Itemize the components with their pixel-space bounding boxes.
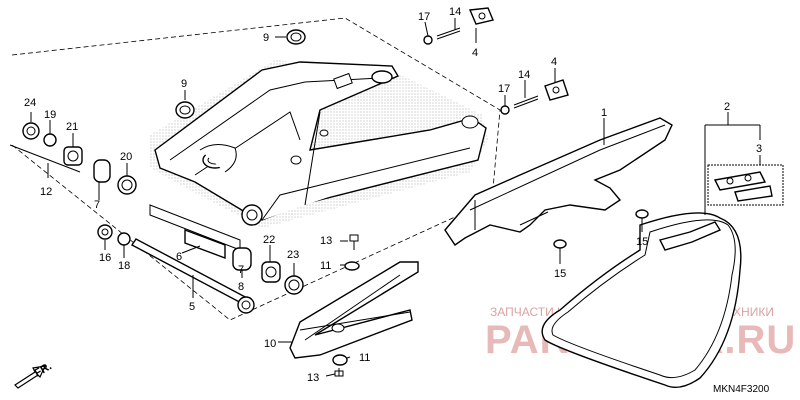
callout-13a: 13: [320, 235, 332, 247]
drive-chain-case: [444, 117, 673, 246]
callout-12: 12: [40, 186, 52, 198]
callout-15a: 15: [636, 236, 648, 248]
pivot-bolt: [130, 238, 255, 314]
callout-4a: 4: [472, 47, 478, 59]
front-direction-arrow: FR.: [14, 360, 54, 389]
callout-3: 3: [756, 143, 762, 155]
callout-22: 22: [263, 234, 275, 246]
chain-slider: [289, 261, 419, 359]
slider-fasteners: [332, 234, 360, 377]
callout-2: 2: [724, 101, 730, 113]
callout-23: 23: [287, 249, 299, 261]
callout-numbers: 1 2 3 4 4 5 6 7 7 8 9 9 10 11 11 12 13 1…: [24, 6, 762, 384]
callout-11b: 11: [359, 352, 370, 364]
leader-lines: [9, 18, 761, 377]
chain-joint: [707, 164, 784, 206]
callout-17a: 17: [418, 11, 430, 23]
callout-9a: 9: [263, 32, 269, 44]
diagram-part-code: MKN4F3200: [713, 384, 770, 395]
case-screws: [553, 209, 649, 254]
drive-chain: [541, 212, 742, 388]
assembly-boundary: [11, 17, 501, 321]
callout-10: 10: [264, 338, 276, 350]
swingarm: [150, 60, 488, 228]
callout-21: 21: [66, 121, 78, 133]
pivot-collar-set: [97, 224, 304, 295]
callout-7b: 7: [238, 264, 244, 276]
pivot-seal-parts: [175, 29, 306, 119]
callout-6: 6: [176, 251, 182, 263]
callout-14a: 14: [449, 6, 461, 18]
callout-17b: 17: [498, 83, 510, 95]
callout-24: 24: [24, 97, 36, 109]
callout-9b: 9: [181, 78, 187, 90]
callout-1: 1: [601, 107, 607, 119]
callout-11a: 11: [320, 260, 331, 272]
front-marker-label: FR.: [33, 360, 54, 379]
callout-4b: 4: [551, 56, 557, 68]
callout-19: 19: [44, 109, 56, 121]
callout-15b: 15: [554, 268, 566, 280]
callout-14b: 14: [518, 69, 530, 81]
callout-18: 18: [118, 260, 130, 272]
left-bearing-set: [22, 122, 241, 251]
callout-5: 5: [189, 301, 195, 313]
callout-13b: 13: [307, 372, 319, 384]
callout-8: 8: [238, 281, 244, 293]
chain-adjusters: [423, 7, 569, 115]
callout-20: 20: [120, 151, 132, 163]
callout-16: 16: [99, 252, 111, 264]
callout-7a: 7: [94, 199, 100, 211]
